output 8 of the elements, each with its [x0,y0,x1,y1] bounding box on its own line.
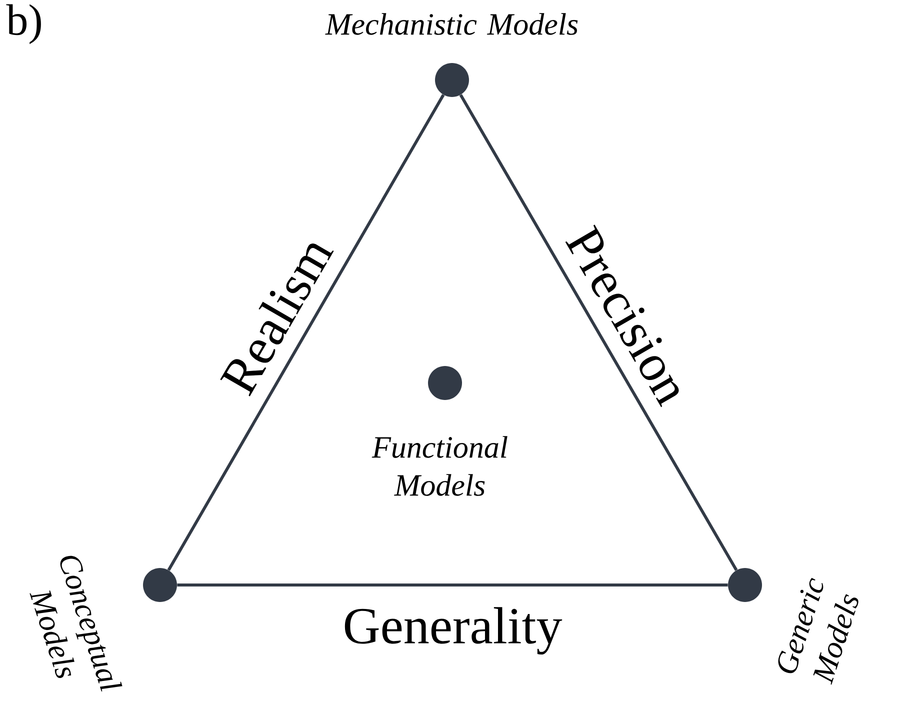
node-label: Generic Models [778,578,858,685]
panel-label: b) [6,4,41,44]
node-label: Functional Models [372,436,508,496]
node-label: Mechanistic Models [325,13,578,35]
line [167,94,445,571]
line [459,94,738,571]
edge-label: Generality [344,607,562,654]
line [177,584,728,586]
